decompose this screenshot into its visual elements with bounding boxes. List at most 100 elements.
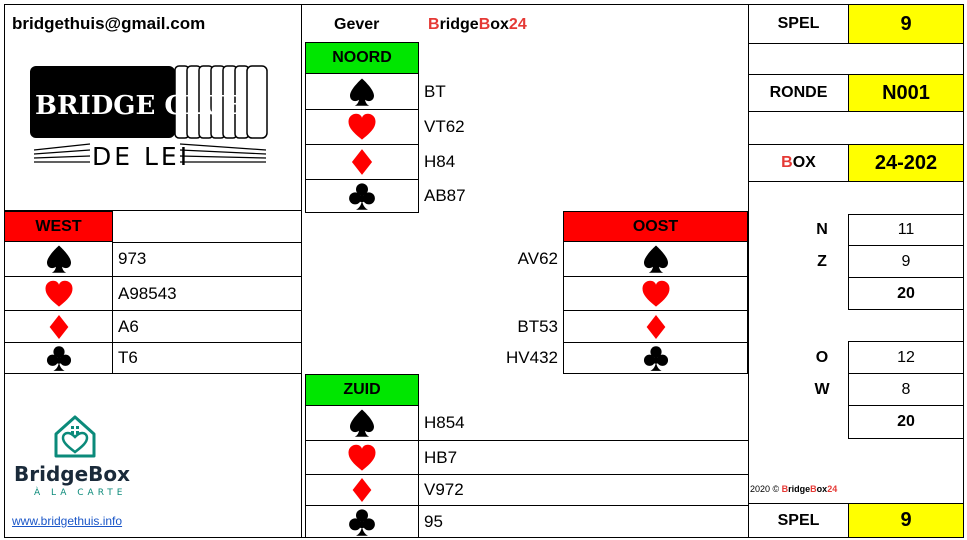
oost-club-cell (563, 342, 748, 374)
copyright-ox: ox (816, 484, 828, 494)
spel-label-bottom: SPEL (748, 503, 849, 538)
west-spades: 973 (118, 249, 147, 268)
points-label-z: Z (817, 252, 827, 270)
spade-icon (44, 244, 74, 274)
divider (418, 440, 748, 441)
club-icon (641, 344, 671, 372)
bridgebox-logo-name: BridgeBox (14, 462, 131, 486)
zuid-club-cell (305, 505, 419, 538)
heart-icon (347, 112, 377, 142)
noord-diamond-cell (305, 144, 419, 180)
points-total-ns: 20 (848, 277, 964, 310)
box-value: 24-202 (848, 144, 964, 182)
zuid-heart-cell (305, 440, 419, 475)
noord-hearts: VT62 (424, 117, 465, 136)
points-value-z: 9 (848, 245, 964, 278)
brand-ridge: ridge (439, 16, 479, 33)
zuid-hearts: HB7 (424, 447, 458, 467)
divider (418, 474, 748, 475)
copyright-ridge: ridge (788, 484, 811, 494)
club-icon (347, 181, 377, 211)
ronde-value: N001 (848, 74, 964, 112)
noord-clubs: AB87 (424, 186, 466, 205)
bridgebox-brand: BridgeBox24 (428, 16, 527, 34)
diamond-icon (349, 476, 375, 504)
west-spade-cell (4, 241, 113, 277)
divider (4, 373, 301, 374)
copyright-b1: B (781, 484, 789, 494)
divider (112, 276, 301, 277)
points-total-ow: 20 (848, 405, 964, 439)
divider (112, 310, 301, 311)
west-diamond-cell (4, 310, 113, 343)
noord-club-cell (305, 179, 419, 213)
zuid-diamond-cell (305, 474, 419, 506)
west-clubs: T6 (118, 348, 138, 367)
divider (112, 242, 301, 243)
oost-heart-cell (563, 276, 748, 311)
spade-icon (347, 408, 377, 438)
divider (563, 241, 564, 374)
oost-diamonds: BT53 (517, 316, 558, 336)
zuid-diamonds: V972 (424, 480, 464, 499)
west-header: WEST (4, 211, 113, 242)
divider (748, 4, 749, 538)
oost-clubs: HV432 (506, 348, 558, 367)
points-value-w: 8 (848, 373, 964, 406)
noord-heart-cell (305, 109, 419, 145)
points-value-n: 11 (848, 214, 964, 246)
heart-icon (44, 279, 74, 309)
club-icon (44, 344, 74, 372)
noord-header: NOORD (305, 42, 419, 74)
spade-icon (641, 244, 671, 274)
brand-b2: B (478, 16, 491, 33)
zuid-spade-cell (305, 405, 419, 441)
box-label-b: B (781, 154, 793, 171)
divider (418, 405, 419, 538)
diamond-icon (348, 147, 376, 177)
diamond-icon (643, 313, 669, 341)
copyright-prefix: 2020 © (750, 484, 782, 494)
house-heart-icon (50, 412, 100, 460)
divider (301, 4, 302, 538)
heart-icon (641, 279, 671, 309)
divider (418, 505, 748, 506)
brand-ox: ox (490, 16, 509, 33)
copyright-text: 2020 © BridgeBox24 (750, 484, 837, 494)
spade-icon (347, 77, 377, 107)
brand-24: 24 (508, 16, 527, 33)
points-value-o: 12 (848, 341, 964, 374)
email-text: bridgethuis@gmail.com (12, 14, 206, 33)
spel-value-bottom: 9 (848, 503, 964, 538)
west-heart-cell (4, 276, 113, 311)
divider (112, 342, 301, 343)
copyright-b2: B (810, 484, 817, 494)
box-label-rest: OX (792, 154, 816, 171)
oost-spades: AV62 (517, 249, 558, 268)
west-club-cell (4, 342, 113, 374)
club-logo-line2: DE LEI (92, 142, 190, 171)
noord-spades: BT (424, 81, 446, 101)
oost-hearts (440, 276, 558, 311)
points-label-w: W (814, 380, 830, 398)
divider (418, 73, 419, 213)
west-hearts: A98543 (118, 283, 177, 303)
oost-spade-cell (563, 241, 748, 277)
oost-header: OOST (563, 211, 748, 242)
club-logo-line1: BRIDGE CLUB (35, 91, 247, 121)
diamond-icon (46, 313, 72, 341)
club-icon (347, 507, 377, 537)
copyright-24: 24 (827, 484, 838, 494)
website-link[interactable]: www.bridgethuis.info (12, 514, 123, 528)
points-label-o: O (815, 348, 829, 366)
ronde-label: RONDE (748, 74, 849, 112)
gever-label: Gever (334, 16, 380, 33)
noord-spade-cell (305, 73, 419, 110)
west-diamonds: A6 (118, 316, 139, 336)
heart-icon (347, 443, 377, 473)
divider (4, 210, 301, 211)
bridgebox-logo-tagline: À LA CARTE (34, 488, 127, 498)
brand-b1: B (428, 16, 440, 33)
zuid-clubs: 95 (424, 511, 443, 531)
